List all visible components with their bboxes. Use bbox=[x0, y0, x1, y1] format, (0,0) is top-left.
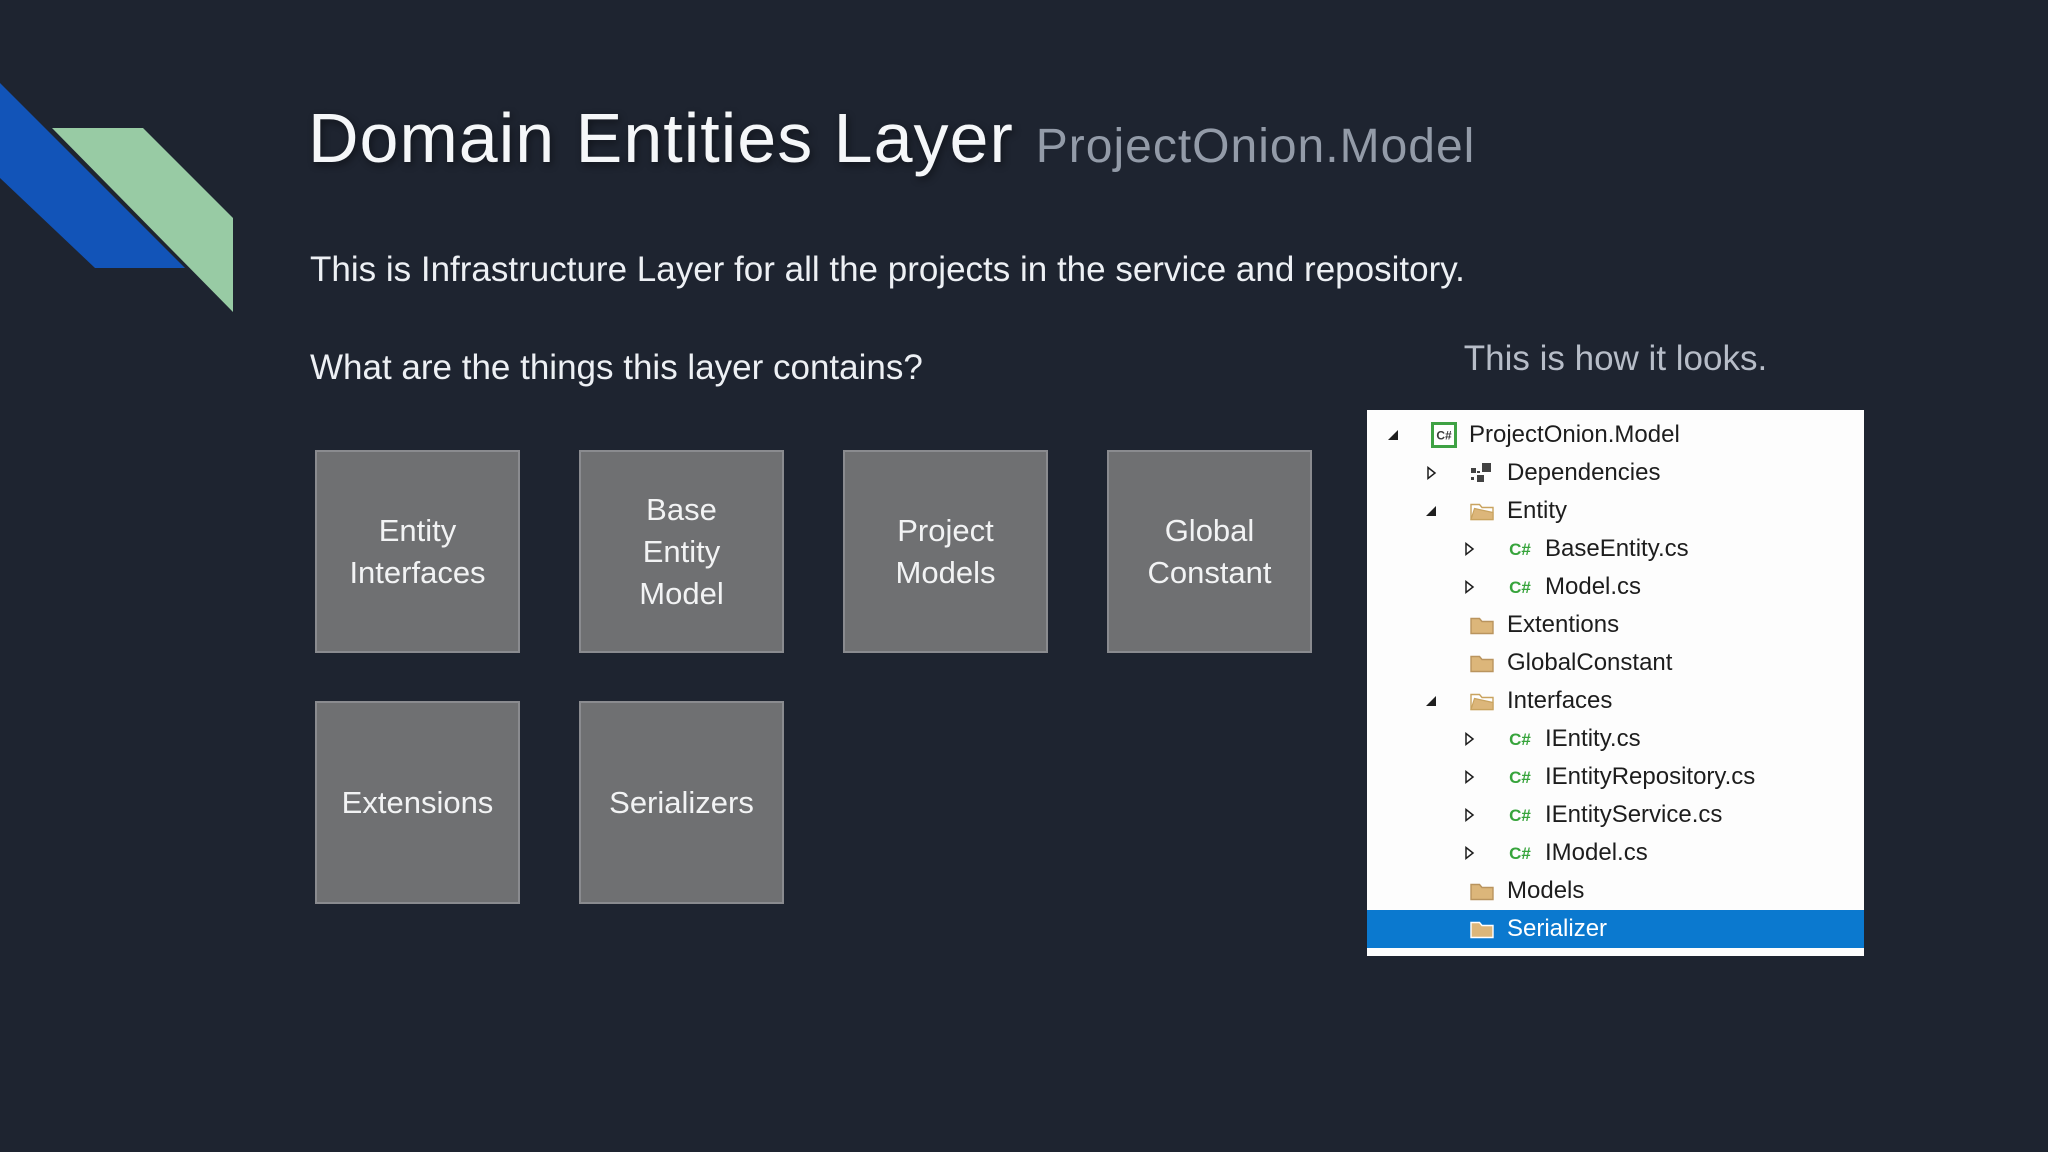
tree-item-label: GlobalConstant bbox=[1507, 649, 1673, 676]
csharp-file-icon: C# bbox=[1507, 574, 1533, 600]
corner-ribbon-green bbox=[52, 128, 233, 312]
content-box-label-line: Project bbox=[897, 512, 994, 548]
tree-item-label: Models bbox=[1507, 877, 1585, 904]
csharp-file-icon: C# bbox=[1507, 802, 1533, 828]
tree-item[interactable]: Models bbox=[1367, 872, 1864, 910]
tree-item[interactable]: Interfaces bbox=[1367, 682, 1864, 720]
folder-icon bbox=[1469, 650, 1495, 676]
dependencies-icon bbox=[1469, 460, 1495, 486]
expander-spacer bbox=[1423, 883, 1439, 899]
chevron-collapsed-icon[interactable] bbox=[1461, 731, 1477, 747]
tree-item[interactable]: C# IEntityRepository.cs bbox=[1367, 758, 1864, 796]
expander-spacer bbox=[1423, 655, 1439, 671]
content-box-label-line: Models bbox=[895, 554, 996, 590]
expander-spacer bbox=[1423, 921, 1439, 937]
tree-item[interactable]: C# Model.cs bbox=[1367, 568, 1864, 606]
csharp-file-icon: C# bbox=[1507, 726, 1533, 752]
page-title: Domain Entities Layer ProjectOnion.Model bbox=[308, 98, 1475, 178]
tree-item[interactable]: C# IModel.cs bbox=[1367, 834, 1864, 872]
csharp-file-icon: C# bbox=[1507, 536, 1533, 562]
tree-item-label: Interfaces bbox=[1507, 687, 1613, 714]
chevron-collapsed-icon[interactable] bbox=[1423, 465, 1439, 481]
svg-text:C#: C# bbox=[1509, 844, 1531, 863]
folder-icon bbox=[1469, 916, 1495, 942]
svg-text:C#: C# bbox=[1509, 806, 1531, 825]
tree-item-label: IEntity.cs bbox=[1545, 725, 1641, 752]
tree-item[interactable]: C# ProjectOnion.Model bbox=[1367, 416, 1864, 454]
tree-item[interactable]: C# IEntityService.cs bbox=[1367, 796, 1864, 834]
tree-item[interactable]: GlobalConstant bbox=[1367, 644, 1864, 682]
folder-open-icon bbox=[1469, 498, 1495, 524]
chevron-collapsed-icon[interactable] bbox=[1461, 807, 1477, 823]
svg-text:C#: C# bbox=[1509, 578, 1531, 597]
csharp-file-icon: C# bbox=[1507, 764, 1533, 790]
description-text: This is Infrastructure Layer for all the… bbox=[310, 250, 1465, 289]
csharp-file-icon: C# bbox=[1507, 840, 1533, 866]
tree-item[interactable]: Dependencies bbox=[1367, 454, 1864, 492]
title-text: Domain Entities Layer bbox=[308, 99, 1014, 177]
folder-icon bbox=[1469, 612, 1495, 638]
subtitle-text: ProjectOnion.Model bbox=[1035, 120, 1476, 173]
content-box-label-line: Constant bbox=[1147, 554, 1272, 590]
chevron-collapsed-icon[interactable] bbox=[1461, 541, 1477, 557]
folder-icon bbox=[1469, 878, 1495, 904]
tree-item[interactable]: Serializer bbox=[1367, 910, 1864, 948]
tree-item[interactable]: C# BaseEntity.cs bbox=[1367, 530, 1864, 568]
content-box-label-line: Extensions bbox=[341, 784, 494, 820]
content-box-label-line: Entity bbox=[642, 533, 721, 569]
tree-item-label: Extentions bbox=[1507, 611, 1620, 638]
tree-item-label: Model.cs bbox=[1545, 573, 1642, 600]
content-box-label-line: Entity bbox=[378, 512, 457, 548]
tree-item-label: Dependencies bbox=[1507, 459, 1661, 486]
tree-item-label: Entity bbox=[1507, 497, 1568, 524]
svg-text:C#: C# bbox=[1436, 429, 1452, 443]
content-box-label-line: Base bbox=[646, 491, 717, 527]
tree-item-label: BaseEntity.cs bbox=[1545, 535, 1689, 562]
chevron-expanded-icon[interactable] bbox=[1423, 693, 1439, 709]
content-box-label-line: Model bbox=[639, 575, 724, 611]
tree-item-label: IEntityService.cs bbox=[1545, 801, 1723, 828]
tree-item[interactable]: Entity bbox=[1367, 492, 1864, 530]
svg-text:C#: C# bbox=[1509, 540, 1531, 559]
tree-item-label: Serializer bbox=[1507, 915, 1608, 942]
chevron-collapsed-icon[interactable] bbox=[1461, 579, 1477, 595]
tree-item[interactable]: C# IEntity.cs bbox=[1367, 720, 1864, 758]
corner-ribbon-blue bbox=[0, 83, 185, 268]
content-box-label-line: Global bbox=[1164, 512, 1255, 548]
tree-item-label: IModel.cs bbox=[1545, 839, 1648, 866]
chevron-expanded-icon[interactable] bbox=[1385, 427, 1401, 443]
question-text: What are the things this layer contains? bbox=[310, 348, 923, 387]
csharp-project-icon: C# bbox=[1431, 422, 1457, 448]
svg-text:C#: C# bbox=[1509, 730, 1531, 749]
folder-open-icon bbox=[1469, 688, 1495, 714]
tree-item-label: ProjectOnion.Model bbox=[1469, 421, 1680, 448]
content-box: Extensions bbox=[315, 701, 520, 904]
svg-text:C#: C# bbox=[1509, 768, 1531, 787]
chevron-expanded-icon[interactable] bbox=[1423, 503, 1439, 519]
tree-item[interactable]: Extentions bbox=[1367, 606, 1864, 644]
chevron-collapsed-icon[interactable] bbox=[1461, 845, 1477, 861]
tree-item-label: IEntityRepository.cs bbox=[1545, 763, 1756, 790]
expander-spacer bbox=[1423, 617, 1439, 633]
content-boxes-row-2: Extensions Serializers bbox=[315, 701, 784, 904]
content-box-label-line: Interfaces bbox=[349, 554, 486, 590]
caption-text: This is how it looks. bbox=[1463, 339, 1768, 378]
content-box-label-line: Serializers bbox=[609, 784, 754, 820]
chevron-collapsed-icon[interactable] bbox=[1461, 769, 1477, 785]
content-box: Serializers bbox=[579, 701, 784, 904]
